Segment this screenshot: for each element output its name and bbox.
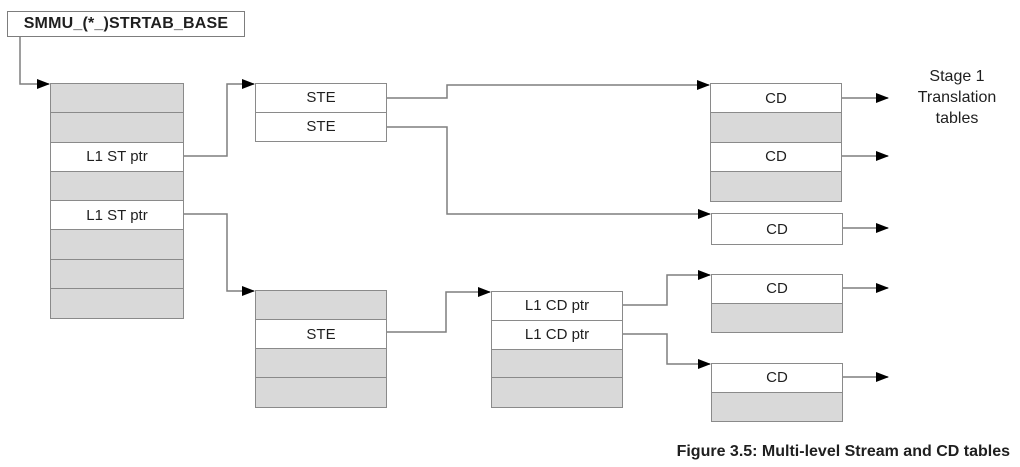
- ste-table-top-row-1-ste: STE: [256, 84, 386, 113]
- connector-l1-st-ptr-1-to-ste-table-top: [184, 79, 255, 157]
- ste-table-top-row-2-ste: STE: [256, 112, 386, 141]
- cd-table-3-row-1-cd: CD: [712, 275, 842, 304]
- cell-label: STE: [306, 325, 336, 343]
- connector-l1-st-ptr-2-to-ste-table-bottom: [184, 213, 255, 296]
- figure-caption: Figure 3.5: Multi-level Stream and CD ta…: [676, 443, 1010, 460]
- ste-table-bottom-row-3: [256, 349, 386, 378]
- l1-stream-table-row-5-l1-st-ptr: L1 ST ptr: [51, 201, 183, 231]
- cd-table-3: CD: [711, 274, 843, 333]
- connector-ste-2-to-cd-table-2: [387, 126, 711, 219]
- l1-cd-table-row-1-l1-cd-ptr: L1 CD ptr: [492, 292, 622, 321]
- stage1-note-line-2: Translation: [917, 89, 997, 106]
- connector-ste-1-to-cd-table-1: [387, 80, 710, 99]
- cd-table-1-row-1-cd: CD: [711, 84, 841, 114]
- l1-stream-table-row-1: [51, 84, 183, 114]
- cell-label: CD: [766, 369, 788, 387]
- ste-table-bottom-row-4: [256, 378, 386, 407]
- cell-label: STE: [306, 89, 336, 107]
- l1-cd-table: L1 CD ptr L1 CD ptr: [491, 291, 623, 408]
- cell-label: L1 ST ptr: [86, 206, 148, 224]
- connector-l1-cd-ptr-2-to-cd-table-4: [623, 333, 711, 369]
- cd-table-1-row-4: [711, 171, 841, 201]
- cd-table-2-row-1-cd: CD: [712, 214, 842, 244]
- ste-table-bottom-row-2-ste: STE: [256, 320, 386, 349]
- cell-label: CD: [765, 148, 787, 166]
- cell-label: L1 CD ptr: [524, 326, 590, 344]
- cd-table-1: CD CD: [710, 83, 842, 202]
- l1-stream-table-row-7: [51, 259, 183, 289]
- l1-stream-table-row-3-l1-st-ptr: L1 ST ptr: [51, 142, 183, 172]
- connector-l1-cd-ptr-1-to-cd-table-3: [623, 270, 711, 306]
- cell-label: CD: [766, 220, 788, 238]
- l1-cd-table-row-2-l1-cd-ptr: L1 CD ptr: [492, 320, 622, 350]
- l1-stream-table-row-4: [51, 171, 183, 201]
- stage1-note-line-1: Stage 1: [929, 68, 985, 85]
- l1-cd-table-row-4: [492, 378, 622, 407]
- cd-table-4: CD: [711, 363, 843, 422]
- connector-strtab-base-to-l1-stream-table: [19, 34, 50, 89]
- smmu-strtab-base-box: SMMU_(*_)STRTAB_BASE: [7, 11, 245, 37]
- smmu-strtab-base-label: SMMU_(*_)STRTAB_BASE: [23, 15, 229, 32]
- cd-table-4-row-1-cd: CD: [712, 364, 842, 393]
- cd-table-2: CD: [711, 213, 843, 245]
- ste-table-top: STE STE: [255, 83, 387, 142]
- l1-cd-table-row-3: [492, 349, 622, 379]
- cell-label: L1 ST ptr: [86, 148, 148, 166]
- stage1-translation-tables-note: Stage 1 Translation tables: [896, 66, 1018, 129]
- stage1-note-line-3: tables: [935, 110, 979, 127]
- l1-stream-table-row-6: [51, 230, 183, 260]
- cell-label: STE: [306, 118, 336, 136]
- cell-label: CD: [766, 280, 788, 298]
- cell-label: L1 CD ptr: [524, 297, 590, 315]
- cd-table-3-row-2: [712, 303, 842, 332]
- cell-label: CD: [765, 89, 787, 107]
- l1-stream-table: L1 ST ptr L1 ST ptr: [50, 83, 184, 319]
- cd-table-4-row-2: [712, 392, 842, 421]
- l1-stream-table-row-2: [51, 113, 183, 143]
- connector-ste-bottom-to-l1-cd-table: [387, 287, 491, 333]
- ste-table-bottom: STE: [255, 290, 387, 408]
- l1-stream-table-row-8: [51, 288, 183, 318]
- cd-table-1-row-2: [711, 113, 841, 143]
- ste-table-bottom-row-1: [256, 291, 386, 320]
- cd-table-1-row-3-cd: CD: [711, 142, 841, 172]
